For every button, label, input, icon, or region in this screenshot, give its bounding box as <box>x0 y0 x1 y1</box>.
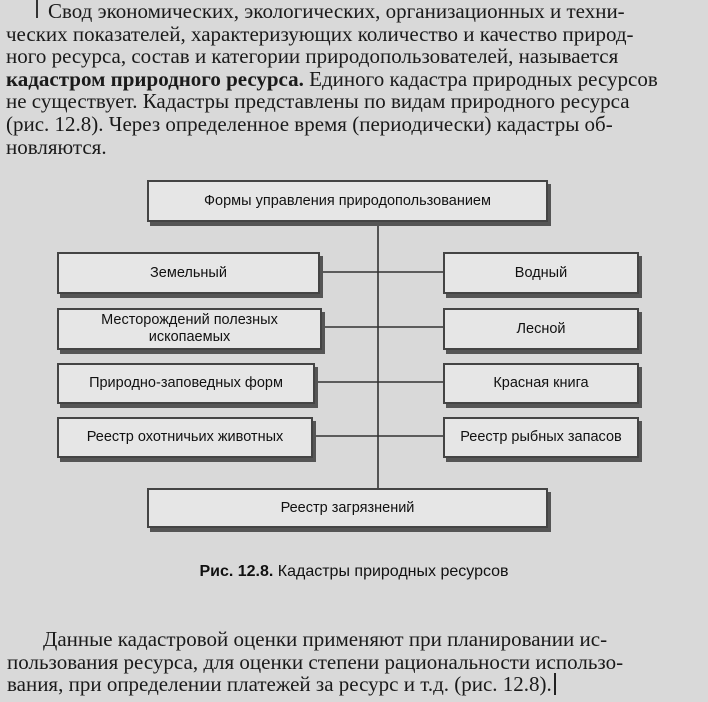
intro-line: не существует. Кадастры представлены по … <box>6 89 630 114</box>
intro-paragraph: Свод экономических, экологических, орган… <box>0 0 708 158</box>
diagram-root-node: Формы управления природопользованием <box>147 180 548 222</box>
text-cursor <box>553 673 556 696</box>
diagram-node-protected-areas: Природно-заповедных форм <box>57 363 315 404</box>
diagram-node-water: Водный <box>443 252 639 294</box>
outro-line: Данные кадастровой оценки применяют при … <box>43 627 608 651</box>
diagram-node-land: Земельный <box>57 252 320 294</box>
diagram-node-mineral-deposits: Месторождений полезных ископаемых <box>57 308 322 350</box>
intro-line: Единого кадастра природных ресурсов <box>303 66 658 91</box>
outro-paragraph: Данные кадастровой оценки применяют при … <box>0 628 708 696</box>
intro-line: ческих показателей, характеризующих коли… <box>6 21 634 46</box>
figure-caption: Рис. 12.8. Кадастры природных ресурсов <box>0 563 708 581</box>
cadastre-term: кадастром природного ресурса. <box>6 66 304 91</box>
diagram-node-fish-stocks-registry: Реестр рыбных запасов <box>443 417 639 458</box>
diagram-node-pollution-registry: Реестр загрязнений <box>147 488 548 528</box>
figure-label: Рис. 12.8. <box>199 563 274 580</box>
diagram-node-forest: Лесной <box>443 308 639 350</box>
intro-line: новляются. <box>6 134 107 159</box>
diagram-node-red-book: Красная книга <box>443 363 639 404</box>
intro-line: Свод экономических, экологических, орган… <box>48 0 625 23</box>
intro-line: ного ресурса, состав и категории природо… <box>6 44 619 69</box>
margin-rule <box>36 0 38 18</box>
outro-line: вания, при определении платежей за ресур… <box>7 672 552 697</box>
figure-title: Кадастры природных ресурсов <box>273 563 509 580</box>
outro-line: пользования ресурса, для оценки степени … <box>7 649 624 674</box>
diagram-node-game-animals-registry: Реестр охотничьих животных <box>57 417 313 458</box>
intro-line: (рис. 12.8). Через определенное время (п… <box>6 111 613 136</box>
diagram-connectors <box>313 222 443 488</box>
